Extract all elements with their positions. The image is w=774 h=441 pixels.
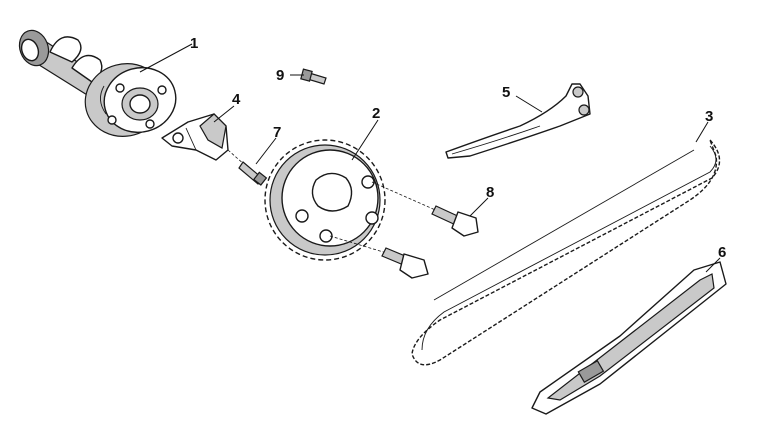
callout-label: 6 [718,244,726,261]
callout-1: 1 [139,35,198,73]
bracket-part [161,113,229,161]
camshaft-part [18,29,177,137]
small-bolt-part [227,149,268,186]
callout-label: 5 [502,84,510,101]
callout-9: 9 [276,67,304,84]
callout-8: 8 [469,184,494,217]
callout-label: 3 [705,108,713,125]
callout-7: 7 [255,124,281,165]
callout-label: 1 [190,35,198,52]
callout-label: 7 [273,124,281,141]
tensioner-arm-part [445,83,591,159]
timing-chain-part [411,139,721,366]
sprocket-bolt-part [329,181,479,279]
callout-label: 8 [486,184,494,201]
callout-4: 4 [213,91,241,123]
callout-3: 3 [695,108,713,143]
callout-label: 9 [276,67,284,84]
callout-6: 6 [705,244,726,273]
tiny-bolt-part [300,68,327,85]
callout-2: 2 [351,105,380,161]
callout-label: 2 [372,105,380,122]
callout-label: 4 [232,91,241,108]
callout-5: 5 [502,84,543,113]
chain-guide-part [531,261,727,415]
cam-sprocket-part [264,139,386,261]
